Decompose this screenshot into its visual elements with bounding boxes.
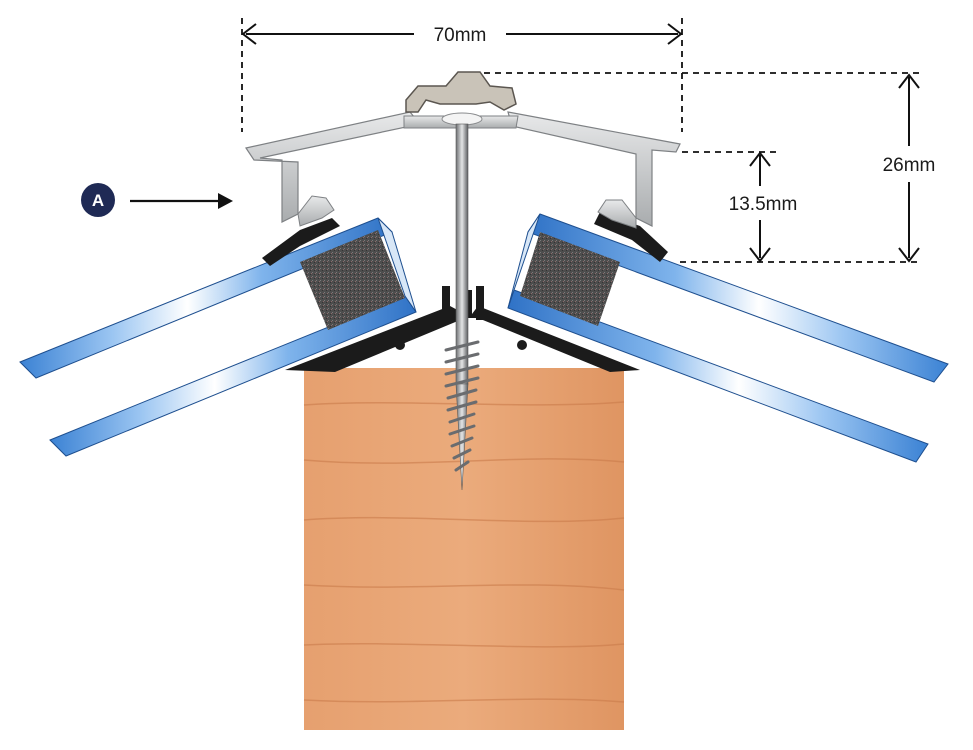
ridge-cradle: [285, 286, 640, 372]
width-dimension: 70mm: [241, 18, 683, 132]
cap-gaskets: [262, 212, 668, 266]
callout-a-letter: A: [92, 191, 104, 210]
callout-a: A: [81, 183, 233, 217]
width-dimension-label: 70mm: [434, 25, 487, 46]
upstand-dimension: 13.5mm: [682, 151, 798, 263]
aluminium-ridge-cap: [245, 71, 681, 229]
callout-a-badge: [81, 183, 115, 217]
height-dimension: 26mm: [484, 72, 936, 263]
right-foam-tape: [520, 232, 620, 326]
left-glazing-panel: [19, 217, 417, 457]
right-glazing-panel: [507, 213, 949, 463]
fixing-screw: [441, 112, 483, 491]
height-dimension-label: 26mm: [883, 155, 936, 176]
upstand-dimension-label: 13.5mm: [729, 194, 798, 215]
left-foam-tape: [300, 230, 405, 330]
